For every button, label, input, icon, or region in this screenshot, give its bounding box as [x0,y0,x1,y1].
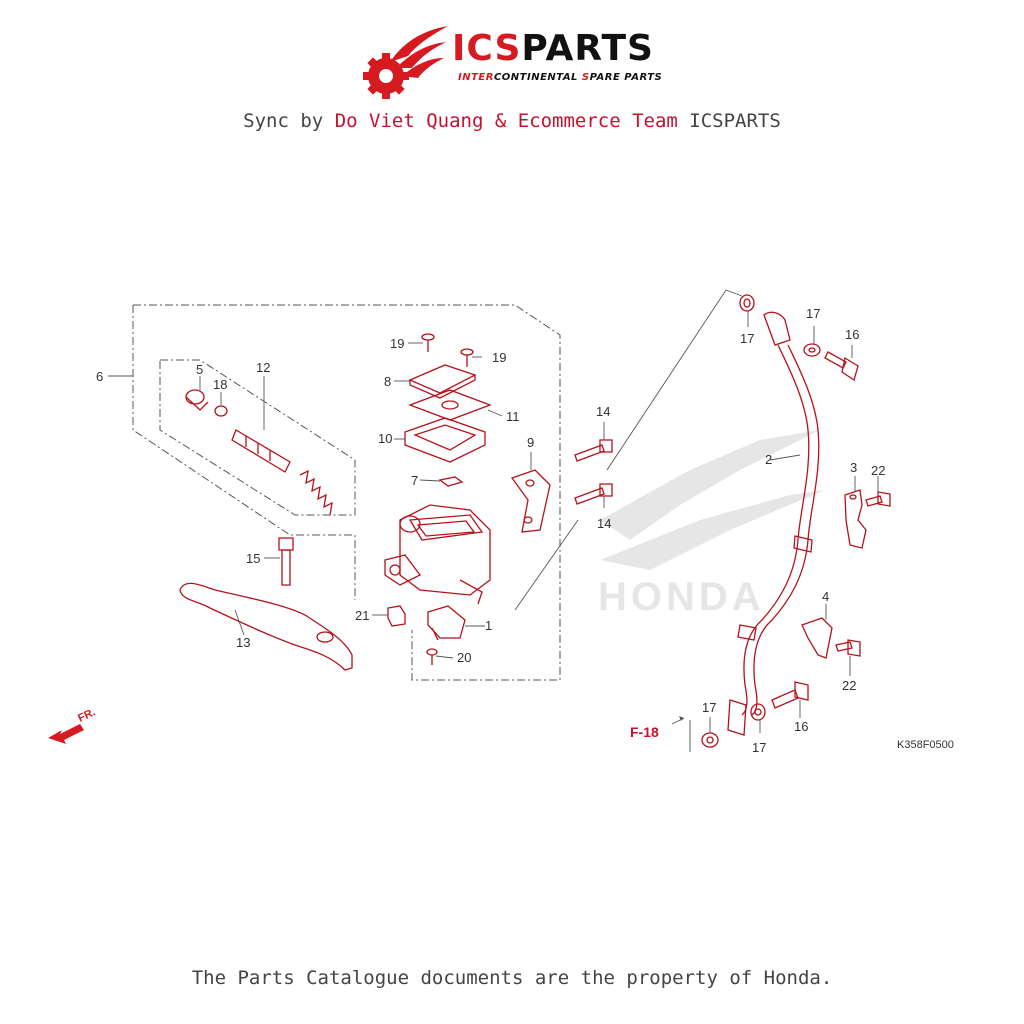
bolt-14a [574,439,613,462]
callout-16b: 16 [794,719,808,734]
callout-14a: 14 [596,404,610,419]
callout-10: 10 [378,431,392,446]
washer-17d [750,703,766,721]
callout-18: 18 [213,377,227,392]
bolt-22a [865,491,891,507]
brand-tagline: INTERCONTINENTAL SPARE PARTS [458,72,663,83]
bolt-22b [835,639,861,657]
callout-11: 11 [506,409,520,424]
nut-21 [387,605,406,627]
winged-gear-icon [363,26,448,99]
boot-5 [185,389,209,411]
callout-22a: 22 [871,463,885,478]
washer-17b [803,343,821,357]
washer-17c [701,732,719,748]
callout-21: 21 [355,608,369,623]
washer-17a [739,294,755,312]
assembly-outline [108,304,561,681]
front-label: FR. [76,706,97,724]
screw-19b [460,348,474,367]
callout-8: 8 [384,374,391,389]
bolt-14b [574,483,613,505]
callout-6: 6 [96,369,103,384]
callout-13: 13 [236,635,250,650]
ref-label: F-18 [630,724,659,740]
reference-f18: F-18 [630,716,685,740]
pivot-bolt-15 [278,537,294,586]
callout-4: 4 [822,589,829,604]
callout-1: 1 [485,618,492,633]
pin-7 [438,476,464,487]
callout-15: 15 [246,551,260,566]
screw-20 [426,648,438,665]
brake-hose-2 [727,311,820,736]
oil-bolt-16a [824,351,859,382]
brake-switch-1 [427,605,466,641]
leader-lines [199,289,879,752]
callout-5: 5 [196,362,203,377]
hose-clamp-4 [801,617,833,659]
piston-12 [231,429,291,473]
callout-2: 2 [765,452,772,467]
callout-labels: 1 2 3 4 5 6 7 8 9 10 11 12 13 14 14 15 1… [96,306,885,755]
holder-9 [510,469,551,533]
callout-20: 20 [457,650,471,665]
callout-16a: 16 [845,327,859,342]
callout-14b: 14 [597,516,611,531]
callout-17d: 17 [752,740,766,755]
callout-19a: 19 [390,336,404,351]
callout-12: 12 [256,360,270,375]
reservoir-diaphragm [404,417,486,463]
callout-17a: 17 [740,331,754,346]
footer-notice: The Parts Catalogue documents are the pr… [191,967,833,989]
callout-3: 3 [850,460,857,475]
callout-19b: 19 [492,350,506,365]
callout-17c: 17 [702,700,716,715]
brand-name: ICSPARTS [452,28,654,69]
hose-clamp-3 [844,489,867,549]
brake-lever-13 [179,582,353,671]
callout-17b: 17 [806,306,820,321]
sync-credit: Sync by Do Viet Quang & Ecommerce Team I… [243,110,781,132]
oil-bolt-16b [771,681,809,709]
master-cylinder-body [384,504,491,605]
reservoir-plate [408,389,492,421]
screw-19a [421,333,435,352]
callout-9: 9 [527,435,534,450]
brand-logo: ICSPARTS INTERCONTINENTAL SPARE PARTS [360,20,670,100]
watermark-text: HONDA [598,575,765,619]
callout-22b: 22 [842,678,856,693]
reservoir-cover [408,364,477,399]
circlip-18 [214,405,228,417]
honda-wing-watermark: HONDA [598,430,825,619]
spring [299,469,333,516]
front-arrow: FR. [48,706,97,744]
diagram-code: K358F0500 [897,739,954,751]
callout-7: 7 [411,473,418,488]
